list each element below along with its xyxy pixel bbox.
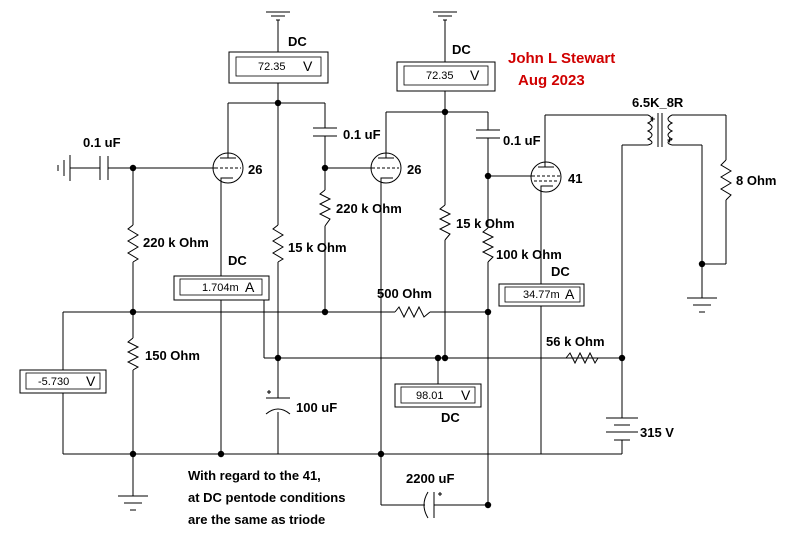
ground-symbol-input [57, 155, 71, 181]
meter-m4-value: 34.77m [523, 289, 560, 301]
meter-m2-unit: V [470, 67, 480, 83]
meter-m5-value: -5.730 [38, 376, 69, 388]
meter-m3-value: 1.704m [202, 282, 239, 294]
voltmeter-m2: 72.35 V [396, 61, 496, 92]
transformer-plus-secondary: + [667, 135, 672, 145]
capacitor-input [99, 156, 109, 180]
resistor-220k-2 [318, 189, 332, 227]
tube-26-first [212, 152, 244, 184]
meter-m6-mode: DC [441, 410, 460, 425]
label-c-2200: 2200 uF [406, 471, 454, 486]
voltmeter-m6: 98.01 V [394, 383, 482, 408]
resistor-15k-2 [438, 204, 452, 241]
label-r-500: 500 Ohm [377, 286, 432, 301]
label-c-12: 0.1 uF [343, 127, 381, 142]
label-transformer: 6.5K_8R [632, 95, 684, 110]
wires [62, 20, 727, 506]
resistor-100k [481, 227, 495, 263]
label-c-in: 0.1 uF [83, 135, 121, 150]
meter-m6-unit: V [461, 387, 471, 403]
label-r-p1: 15 k Ohm [288, 240, 347, 255]
meter-m2-mode: DC [452, 42, 471, 57]
meter-m1-unit: V [303, 58, 313, 74]
meter-m4-mode: DC [551, 264, 570, 279]
resistor-56k [565, 351, 599, 365]
resistor-500 [394, 305, 431, 319]
label-r-56k: 56 k Ohm [546, 334, 605, 349]
label-r-g2: 220 k Ohm [336, 201, 402, 216]
battery-315v [606, 417, 638, 441]
label-tube3: 41 [568, 171, 582, 186]
meter-m4-unit: A [565, 286, 575, 302]
voltmeter-m1: 72.35 V [228, 51, 329, 84]
capacitor-coupling-1 [313, 127, 337, 137]
label-tube1: 26 [248, 162, 262, 177]
ammeter-m3: 1.704m A [173, 275, 270, 301]
resistor-8ohm-load [720, 159, 732, 201]
output-transformer [646, 113, 674, 147]
label-load: 8 Ohm [736, 173, 776, 188]
tube-26-second [370, 152, 402, 184]
meter-m5-unit: V [86, 373, 96, 389]
label-r-p2: 15 k Ohm [456, 216, 515, 231]
label-battery: 315 V [640, 425, 674, 440]
author-name: John L Stewart [508, 50, 615, 67]
capacitor-2200uf [423, 491, 442, 519]
resistor-15k-1 [272, 224, 284, 263]
ground-symbol-right [687, 297, 717, 313]
ammeter-m4: 34.77m A [498, 283, 585, 307]
meter-m3-unit: A [245, 279, 255, 295]
tube-41-output [530, 161, 562, 193]
junctions [129, 99, 706, 509]
label-r-g3: 100 k Ohm [496, 247, 562, 262]
meter-m6-value: 98.01 [416, 390, 444, 402]
resistor-150 [126, 337, 140, 371]
author-date: Aug 2023 [518, 72, 585, 89]
capacitor-coupling-2 [476, 129, 500, 139]
meter-m1-mode: DC [288, 34, 307, 49]
resistor-220k-1 [127, 224, 139, 263]
label-r-k: 150 Ohm [145, 348, 200, 363]
meter-m2-value: 72.35 [426, 70, 454, 82]
label-c-23: 0.1 uF [503, 133, 541, 148]
capacitor-100uf [265, 390, 291, 415]
meter-m3-mode: DC [228, 253, 247, 268]
ground-symbol-left [118, 495, 148, 511]
note-line-2: at DC pentode conditions [188, 490, 345, 505]
ground-symbol-top2 [433, 11, 457, 21]
transformer-plus-primary: + [650, 114, 655, 124]
meter-m1-value: 72.35 [258, 61, 286, 73]
label-r-g1: 220 k Ohm [143, 235, 209, 250]
note-line-3: are the same as triode [188, 512, 325, 527]
note-line-1: With regard to the 41, [188, 468, 321, 483]
label-c-100: 100 uF [296, 400, 337, 415]
label-tube2: 26 [407, 162, 421, 177]
voltmeter-m5: -5.730 V [19, 369, 107, 394]
ground-symbol-top1 [266, 11, 290, 21]
